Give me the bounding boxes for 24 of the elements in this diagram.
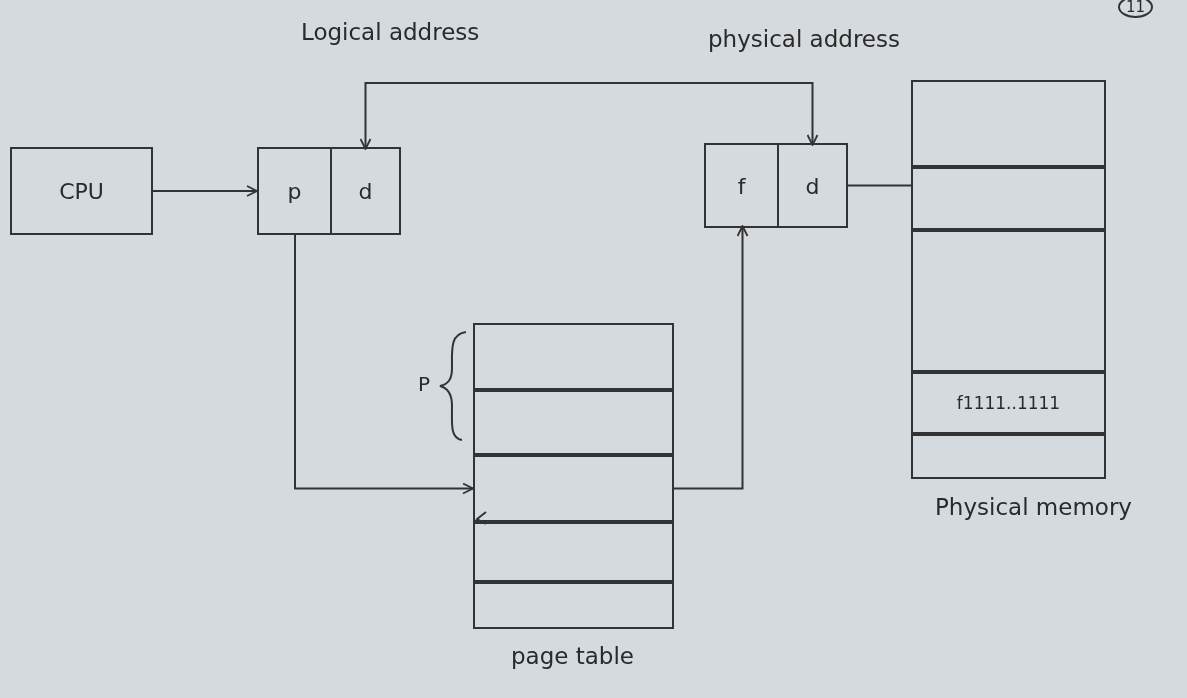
arrow: [294, 232, 474, 495]
table-row: [473, 388, 674, 457]
arrow: [359, 82, 819, 150]
table-row: [911, 165, 1106, 232]
address-register: [704, 143, 848, 228]
process-box: [10, 147, 153, 235]
table-row: [473, 453, 674, 524]
component-caption: Physical memory: [935, 494, 1132, 520]
address-caption: physical address: [708, 26, 900, 52]
box-label: f: [737, 173, 746, 198]
arrow: [673, 225, 749, 490]
brace-label: P: [418, 372, 431, 396]
table-row: [911, 370, 1106, 436]
component-caption: Logical address: [301, 19, 480, 45]
box-label: f1111..1111: [956, 393, 1061, 413]
box-label: d: [805, 173, 820, 198]
table-row: [473, 520, 674, 584]
box-label: p: [287, 178, 302, 204]
box-label: d: [358, 178, 373, 204]
table-row: [911, 228, 1106, 374]
box-label: CPU: [59, 178, 104, 204]
component-caption: page table: [511, 643, 634, 669]
page-number: 11: [1118, 0, 1154, 18]
arrow: [152, 185, 258, 197]
